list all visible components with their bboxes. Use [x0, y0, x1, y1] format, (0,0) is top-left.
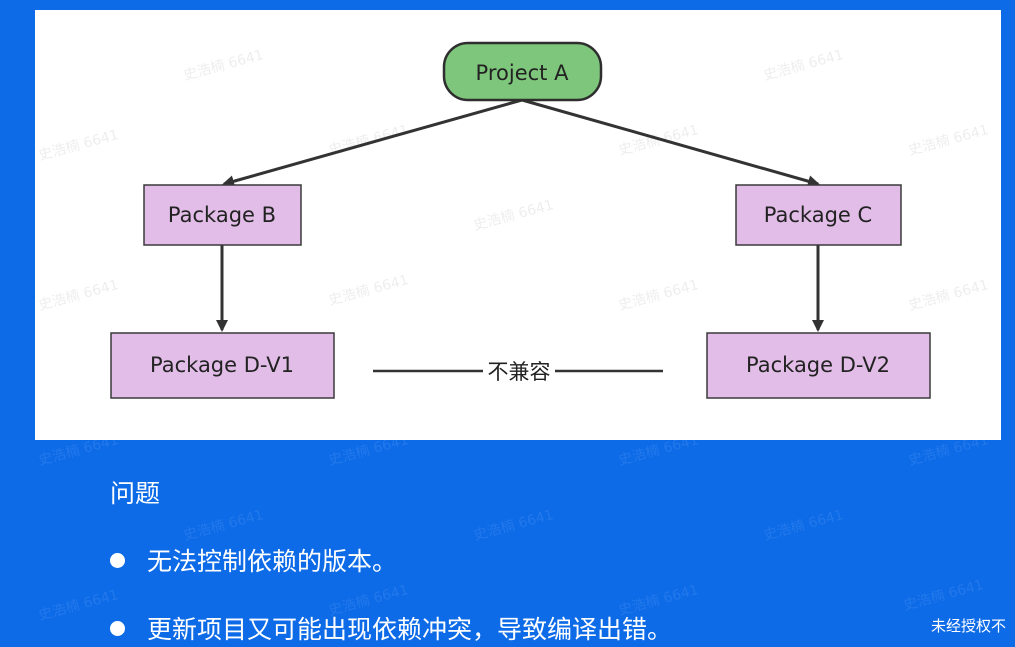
watermark-text: 史浩楠 6641: [37, 127, 120, 164]
watermark-text: 史浩楠 6641: [762, 507, 845, 544]
watermark-text: 史浩楠 6641: [327, 122, 410, 159]
watermark-text: 史浩楠 6641: [182, 507, 265, 544]
section-heading: 问题: [110, 479, 161, 508]
node-package-b: Package B: [143, 184, 302, 246]
bullet-dot-icon: [110, 620, 125, 636]
node-package-d-v2: Package D-V2: [706, 332, 931, 399]
node-package-b-label: Package B: [168, 203, 276, 227]
node-package-c: Package C: [735, 184, 902, 246]
dependency-diagram-panel: 史浩楠 6641 史浩楠 6641 史浩楠 6641 史浩楠 6641 史浩楠 …: [35, 10, 1001, 440]
edge-project-a-to-package-c: [521, 98, 820, 188]
bullet-item: 无法控制依赖的版本。: [110, 542, 397, 578]
watermark-text: 史浩楠 6641: [617, 122, 700, 159]
watermark-text: 史浩楠 6641: [902, 577, 985, 614]
node-package-c-label: Package C: [764, 203, 872, 227]
conflict-label: 不兼容: [488, 360, 551, 384]
watermark-text: 史浩楠 6641: [37, 277, 120, 314]
watermark-text: 史浩楠 6641: [37, 587, 120, 624]
diagram-edges: [216, 98, 824, 373]
bullet-dot-icon: [110, 552, 125, 568]
node-package-d-v1: Package D-V1: [110, 332, 335, 399]
node-package-d-v2-label: Package D-V2: [746, 353, 890, 377]
bullet-text: 无法控制依赖的版本。: [147, 547, 398, 576]
bullet-item: 更新项目又可能出现依赖冲突，导致编译出错。: [110, 610, 672, 646]
watermark-text: 史浩楠 6641: [182, 47, 265, 84]
watermark-text: 史浩楠 6641: [762, 47, 845, 84]
watermark-text: 史浩楠 6641: [907, 277, 990, 314]
node-project-a-label: Project A: [476, 61, 570, 85]
watermark-text: 史浩楠 6641: [327, 272, 410, 309]
copyright-note: 未经授权不: [931, 617, 1007, 635]
dependency-diagram: 史浩楠 6641 史浩楠 6641 史浩楠 6641 史浩楠 6641 史浩楠 …: [37, 41, 990, 399]
watermark-text: 史浩楠 6641: [472, 507, 555, 544]
watermark-text: 史浩楠 6641: [617, 277, 700, 314]
watermark-text: 史浩楠 6641: [907, 122, 990, 159]
watermark-text: 史浩楠 6641: [472, 197, 555, 234]
bullet-text: 更新项目又可能出现依赖冲突，导致编译出错。: [147, 615, 673, 644]
node-package-d-v1-label: Package D-V1: [150, 353, 294, 377]
edge-project-a-to-package-b: [222, 98, 523, 188]
node-project-a: Project A: [442, 41, 603, 102]
